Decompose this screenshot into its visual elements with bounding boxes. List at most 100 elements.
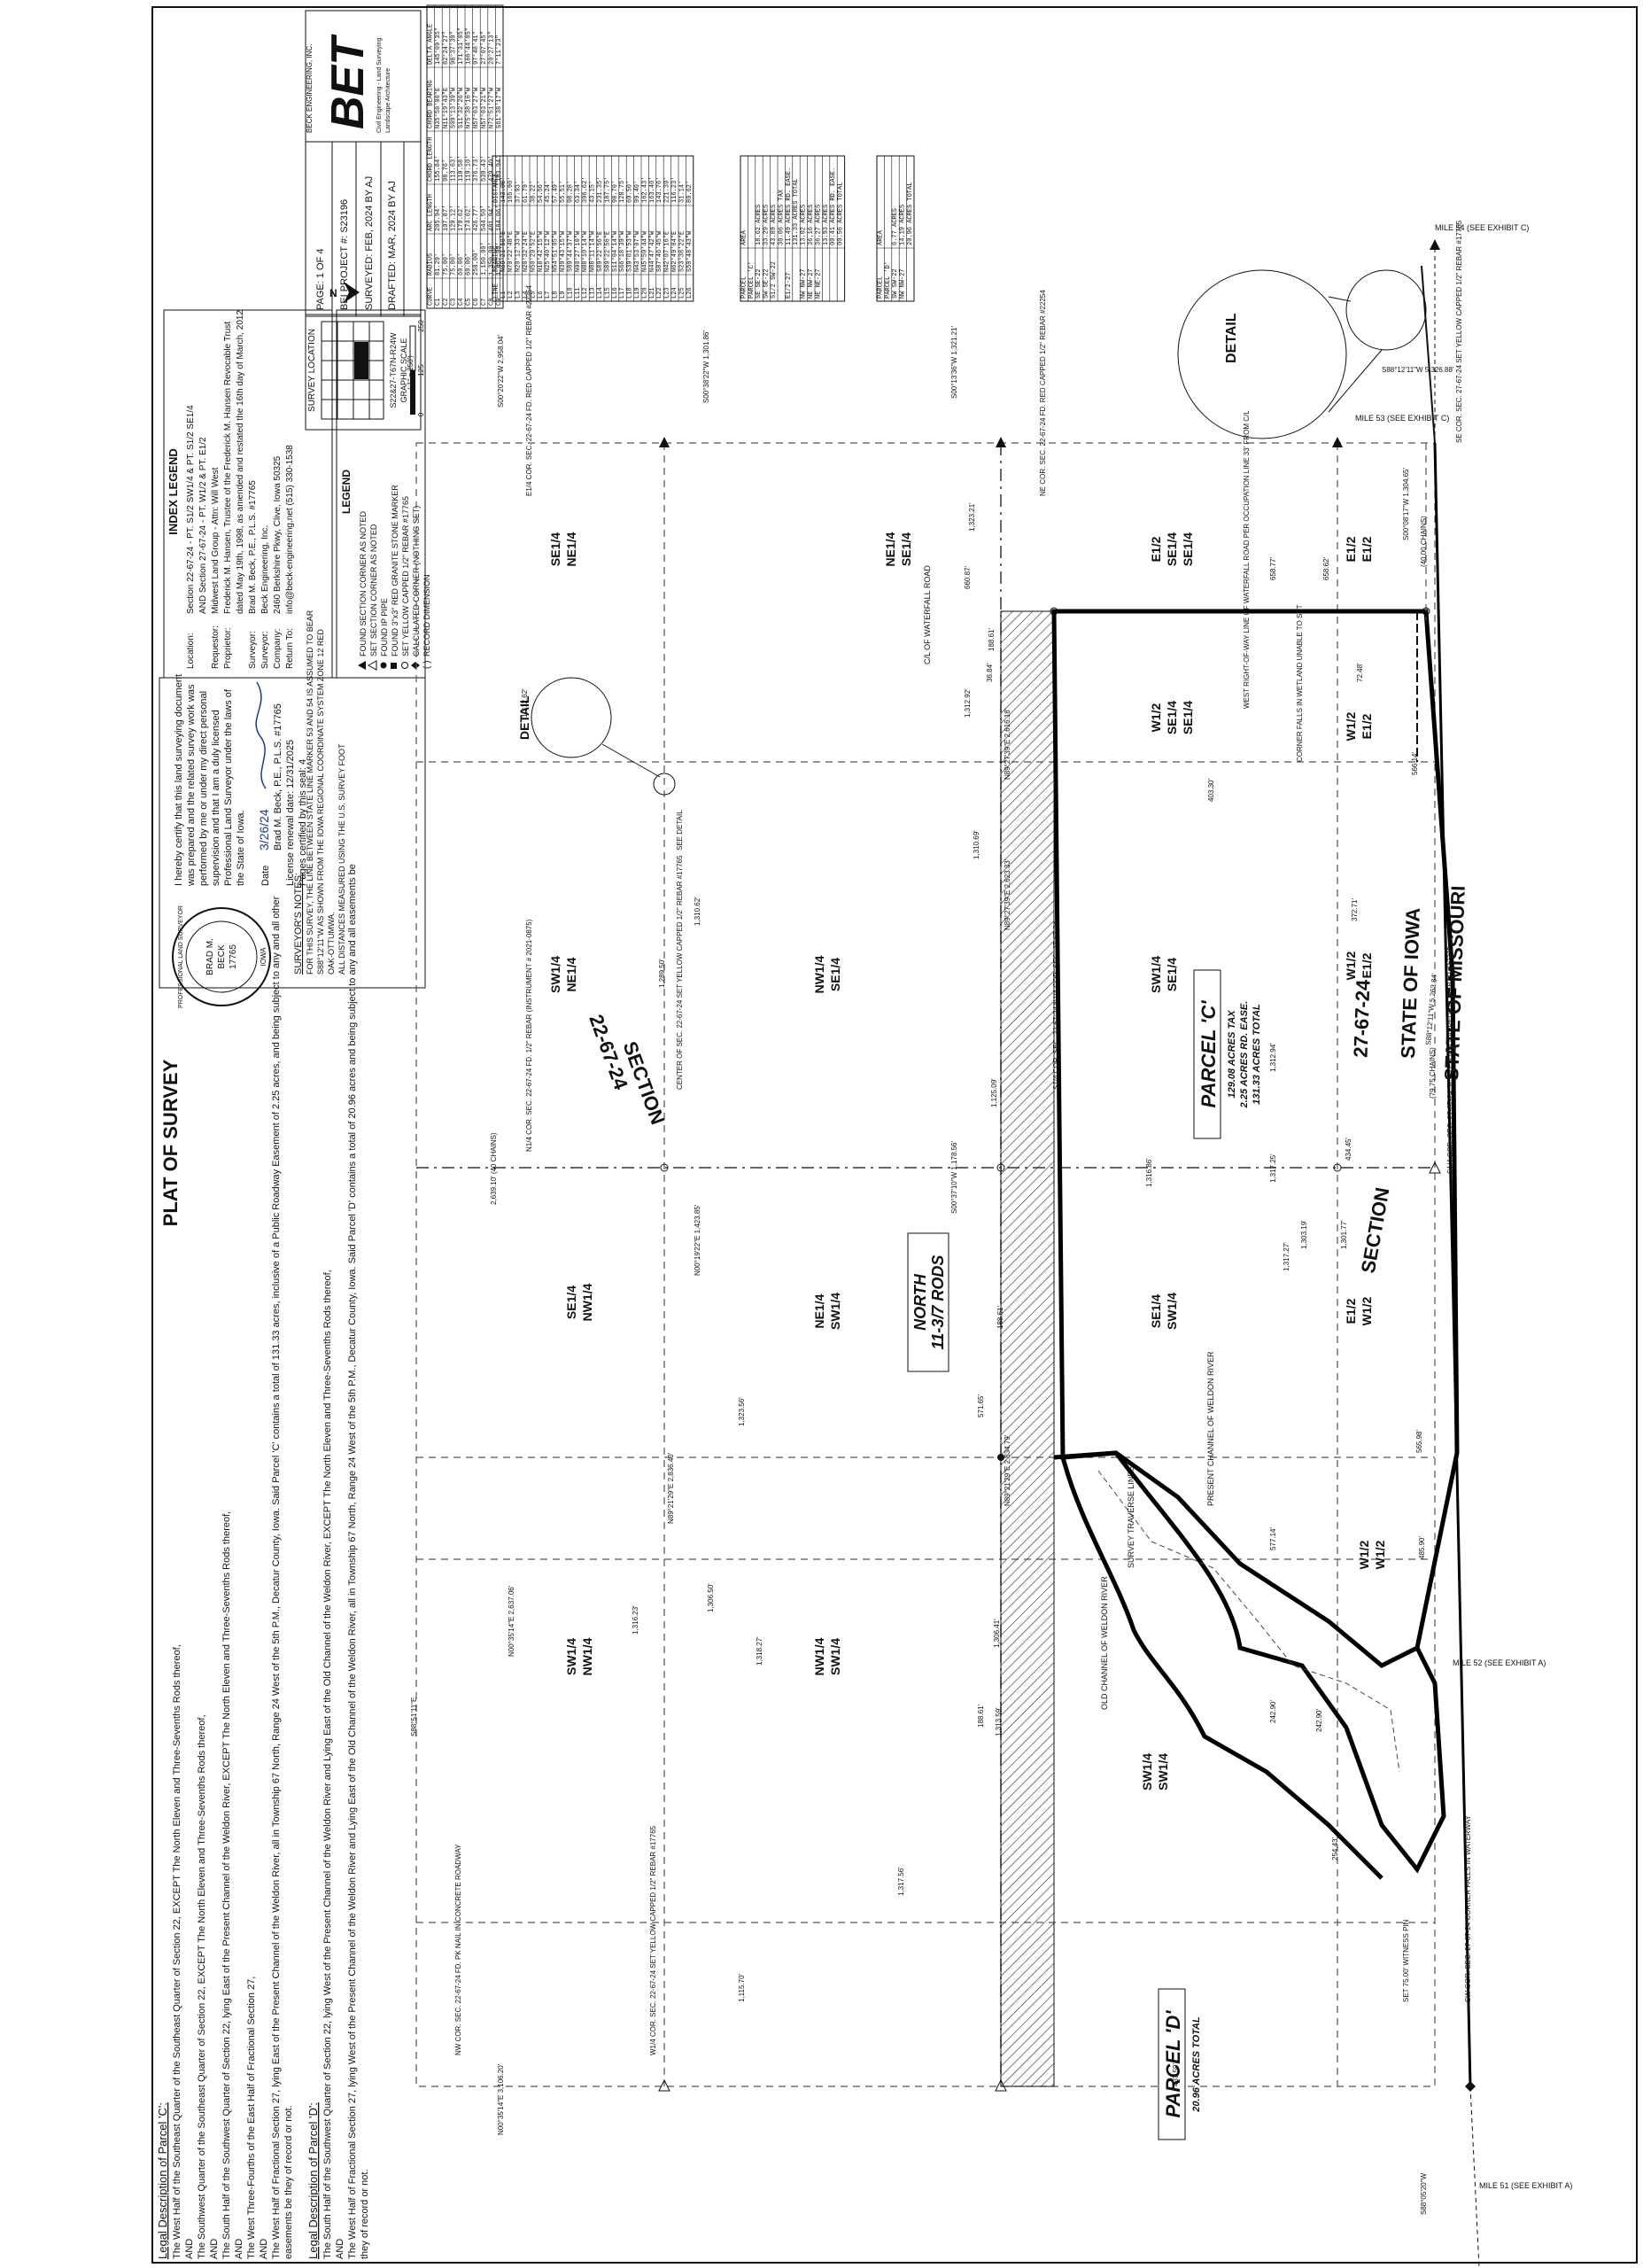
area-table-d-cell: PARCEL 'D' <box>885 261 892 299</box>
legal-d-line-0: The South Half of the Southwest Quarter … <box>322 1270 333 2259</box>
plat-drawing: DETAIL DETAIL <box>415 239 1480 2268</box>
curve-table-cell: 184.06' <box>496 206 503 231</box>
curve-table-cell: 250.00' <box>473 250 480 276</box>
line-table-cell: 396.62' <box>582 177 589 203</box>
line-table-cell: 80.62' <box>686 181 694 203</box>
distance-label: 1,303.19' <box>1300 1220 1308 1249</box>
quarter-label: SE1/4 <box>564 1285 578 1319</box>
cert-date-label: Date <box>260 866 271 886</box>
area-table-cell: 13.93 ACRES <box>823 205 830 245</box>
bearing-label: N89°21'29"E 2,834.79' <box>1004 1434 1011 1506</box>
section-ref: S22&27-T67N-R24W <box>389 332 398 408</box>
curve-table-cell: N75°38'16"W <box>465 87 473 128</box>
area-table-cell: SE SE-22 <box>756 268 763 299</box>
curve-table-cell: 98.76' <box>443 159 450 182</box>
quarter-label: SE1/4 <box>1181 701 1195 734</box>
svg-text:NORTH: NORTH <box>911 1273 929 1331</box>
nw-corner-label: NW COR. SEC. 22-67-24 FD. PK NAIL IN CON… <box>454 1844 462 2055</box>
line-table-cell: L6 <box>538 291 545 299</box>
traverse-lines <box>1097 1470 1400 1773</box>
line-table-cell: 38.22' <box>530 181 537 203</box>
center-label: CENTER OF SEC. 22-67-24 SET YELLOW CAPPE… <box>676 855 684 1090</box>
bearing-label: N89°27'39"E 2,623.33' <box>1004 858 1011 930</box>
diamond-filled-icon <box>411 662 420 669</box>
legal-c-line-8: The West Half of Fractional Section 27, … <box>271 896 282 2259</box>
s14-corner-27-label: S1/4 COR. SEC. 27-67-24 SET YELLOW CAPPE… <box>1446 946 1454 1174</box>
area-table-cell: 43.89 ACRES <box>771 205 778 245</box>
mile-51-label: MILE 51 (SEE EXHIBIT A) <box>1479 2181 1572 2190</box>
curve-table-cell: S61°38'17"W <box>495 87 503 128</box>
sheet-border <box>151 6 1638 2264</box>
line-table-cell: L3 <box>515 291 523 299</box>
area-table-d-header: PARCEL <box>877 276 884 299</box>
svg-text:N: N <box>329 287 337 299</box>
title-block <box>305 10 422 317</box>
scale-bar <box>409 325 416 371</box>
line-table-cell: 61.79' <box>523 181 530 203</box>
legend-item: RECORD DIMENSION <box>422 574 431 656</box>
parcel-c-heading: Legal Description of Parcel 'C': <box>156 2102 169 2259</box>
legal-description-block: Legal Description of Parcel 'C': The Wes… <box>156 864 370 2259</box>
distance-label: 571.65' <box>977 1394 985 1418</box>
paren-icon: ( ) <box>422 661 432 669</box>
line-table-cell: L26 <box>686 287 694 299</box>
triangle-open-icon <box>658 2078 670 2092</box>
present-channel-label: PRESENT CHANNEL OF WELDON RIVER <box>1206 1351 1215 1506</box>
curve-table-cell: 145°09'35" <box>434 27 442 65</box>
distance-label: 1,115.70' <box>738 1973 746 2002</box>
company-tagline: Civil Engineering - Land Surveying <box>376 38 383 133</box>
bearing-label: (79.75 CHAINS) <box>1429 1047 1437 1099</box>
area-table-cell: 36.16 ACRES <box>808 205 815 245</box>
curve-table-cell: C5 <box>466 299 473 306</box>
cert-line: supervision and that I am a duly license… <box>211 710 221 886</box>
distance-label: 1,323.56' <box>738 1397 746 1426</box>
quarter-label: SE1/4 <box>1165 701 1179 734</box>
legend-item: SET YELLOW CAPPED 1/2" REBAR #17765 <box>401 496 410 656</box>
distance-label: 1,317.27' <box>1283 1242 1290 1271</box>
parcel-d-boundary <box>1053 1450 1446 1874</box>
curve-table-cell: 205.94' <box>435 206 442 231</box>
quarter-label: NE1/4 <box>812 1293 826 1328</box>
line-table-cell: S89°22'56"E <box>596 231 604 272</box>
line-table-cell: 116.23' <box>671 177 678 203</box>
scale-tick: 125 <box>417 364 425 377</box>
dimension-labels: S00°20'22"W 2,958.04'S00°13'36"W 1,321.2… <box>410 325 1454 2215</box>
distance-label: 1,312.92' <box>964 688 972 718</box>
quarter-label: E1/2 <box>1360 952 1374 978</box>
legal-d-line-1: AND <box>335 2239 345 2259</box>
line-table-cell: N20°32'24"E <box>522 231 530 272</box>
svg-text:Brad M. Beck, P.E., P.L.S. #17: Brad M. Beck, P.E., P.L.S. #17765 <box>248 480 258 614</box>
line-table: LINEBEARINGDISTANCEL1N69°21'50"E143.08'L… <box>492 155 694 302</box>
quarter-label: E1/2 <box>1149 536 1163 562</box>
area-table-d-cell: 14.19 ACRES <box>900 205 907 245</box>
quarter-label: NW1/4 <box>812 955 826 993</box>
mile-marker-icon <box>1430 239 1440 250</box>
line-table-cell: L23 <box>664 287 671 299</box>
line-table-cell: L13 <box>590 287 597 299</box>
notes-heading: SURVEYOR'S NOTES: <box>293 873 304 975</box>
line-table-cell: N18°42'15"W <box>537 230 545 272</box>
area-table-cell: NE NW-27 <box>808 268 815 299</box>
line-table-cell: N25°40'12"W <box>544 230 552 272</box>
quarter-label: SE1/4 <box>1181 532 1195 566</box>
legal-c-line-2: The Southwest Quarter of the Southeast Q… <box>197 1714 207 2259</box>
legend-item: FOUND IP PIPE <box>380 598 389 656</box>
distance-label: 1,323.21' <box>968 502 976 532</box>
company-tagline: Landscape Architecture <box>385 68 391 133</box>
curve-table-cell: 174.62' <box>466 206 473 231</box>
curve-table-cell: C7 <box>481 299 488 306</box>
bearing-label: S88°05'20"W <box>1420 2172 1428 2215</box>
mile-54-label: MILE 54 (SEE EXHIBIT C) <box>1435 223 1529 232</box>
quarter-label: W1/2 <box>1360 1296 1374 1325</box>
line-table-cell: S11°04'14"W <box>611 230 619 272</box>
bearing-label: N89°21'29"E 2,836.40' <box>667 1452 675 1524</box>
line-table-cell: 54.56' <box>538 181 545 203</box>
area-table-cell: 13.02 ACRES <box>801 205 808 245</box>
line-table-cell: L17 <box>619 287 626 299</box>
curve-table-cell: 20°27'13" <box>487 31 495 65</box>
triangle-open-icon <box>367 660 377 671</box>
line-table-cell: 43.15' <box>590 181 597 203</box>
line-table-cell: L2 <box>508 291 515 299</box>
